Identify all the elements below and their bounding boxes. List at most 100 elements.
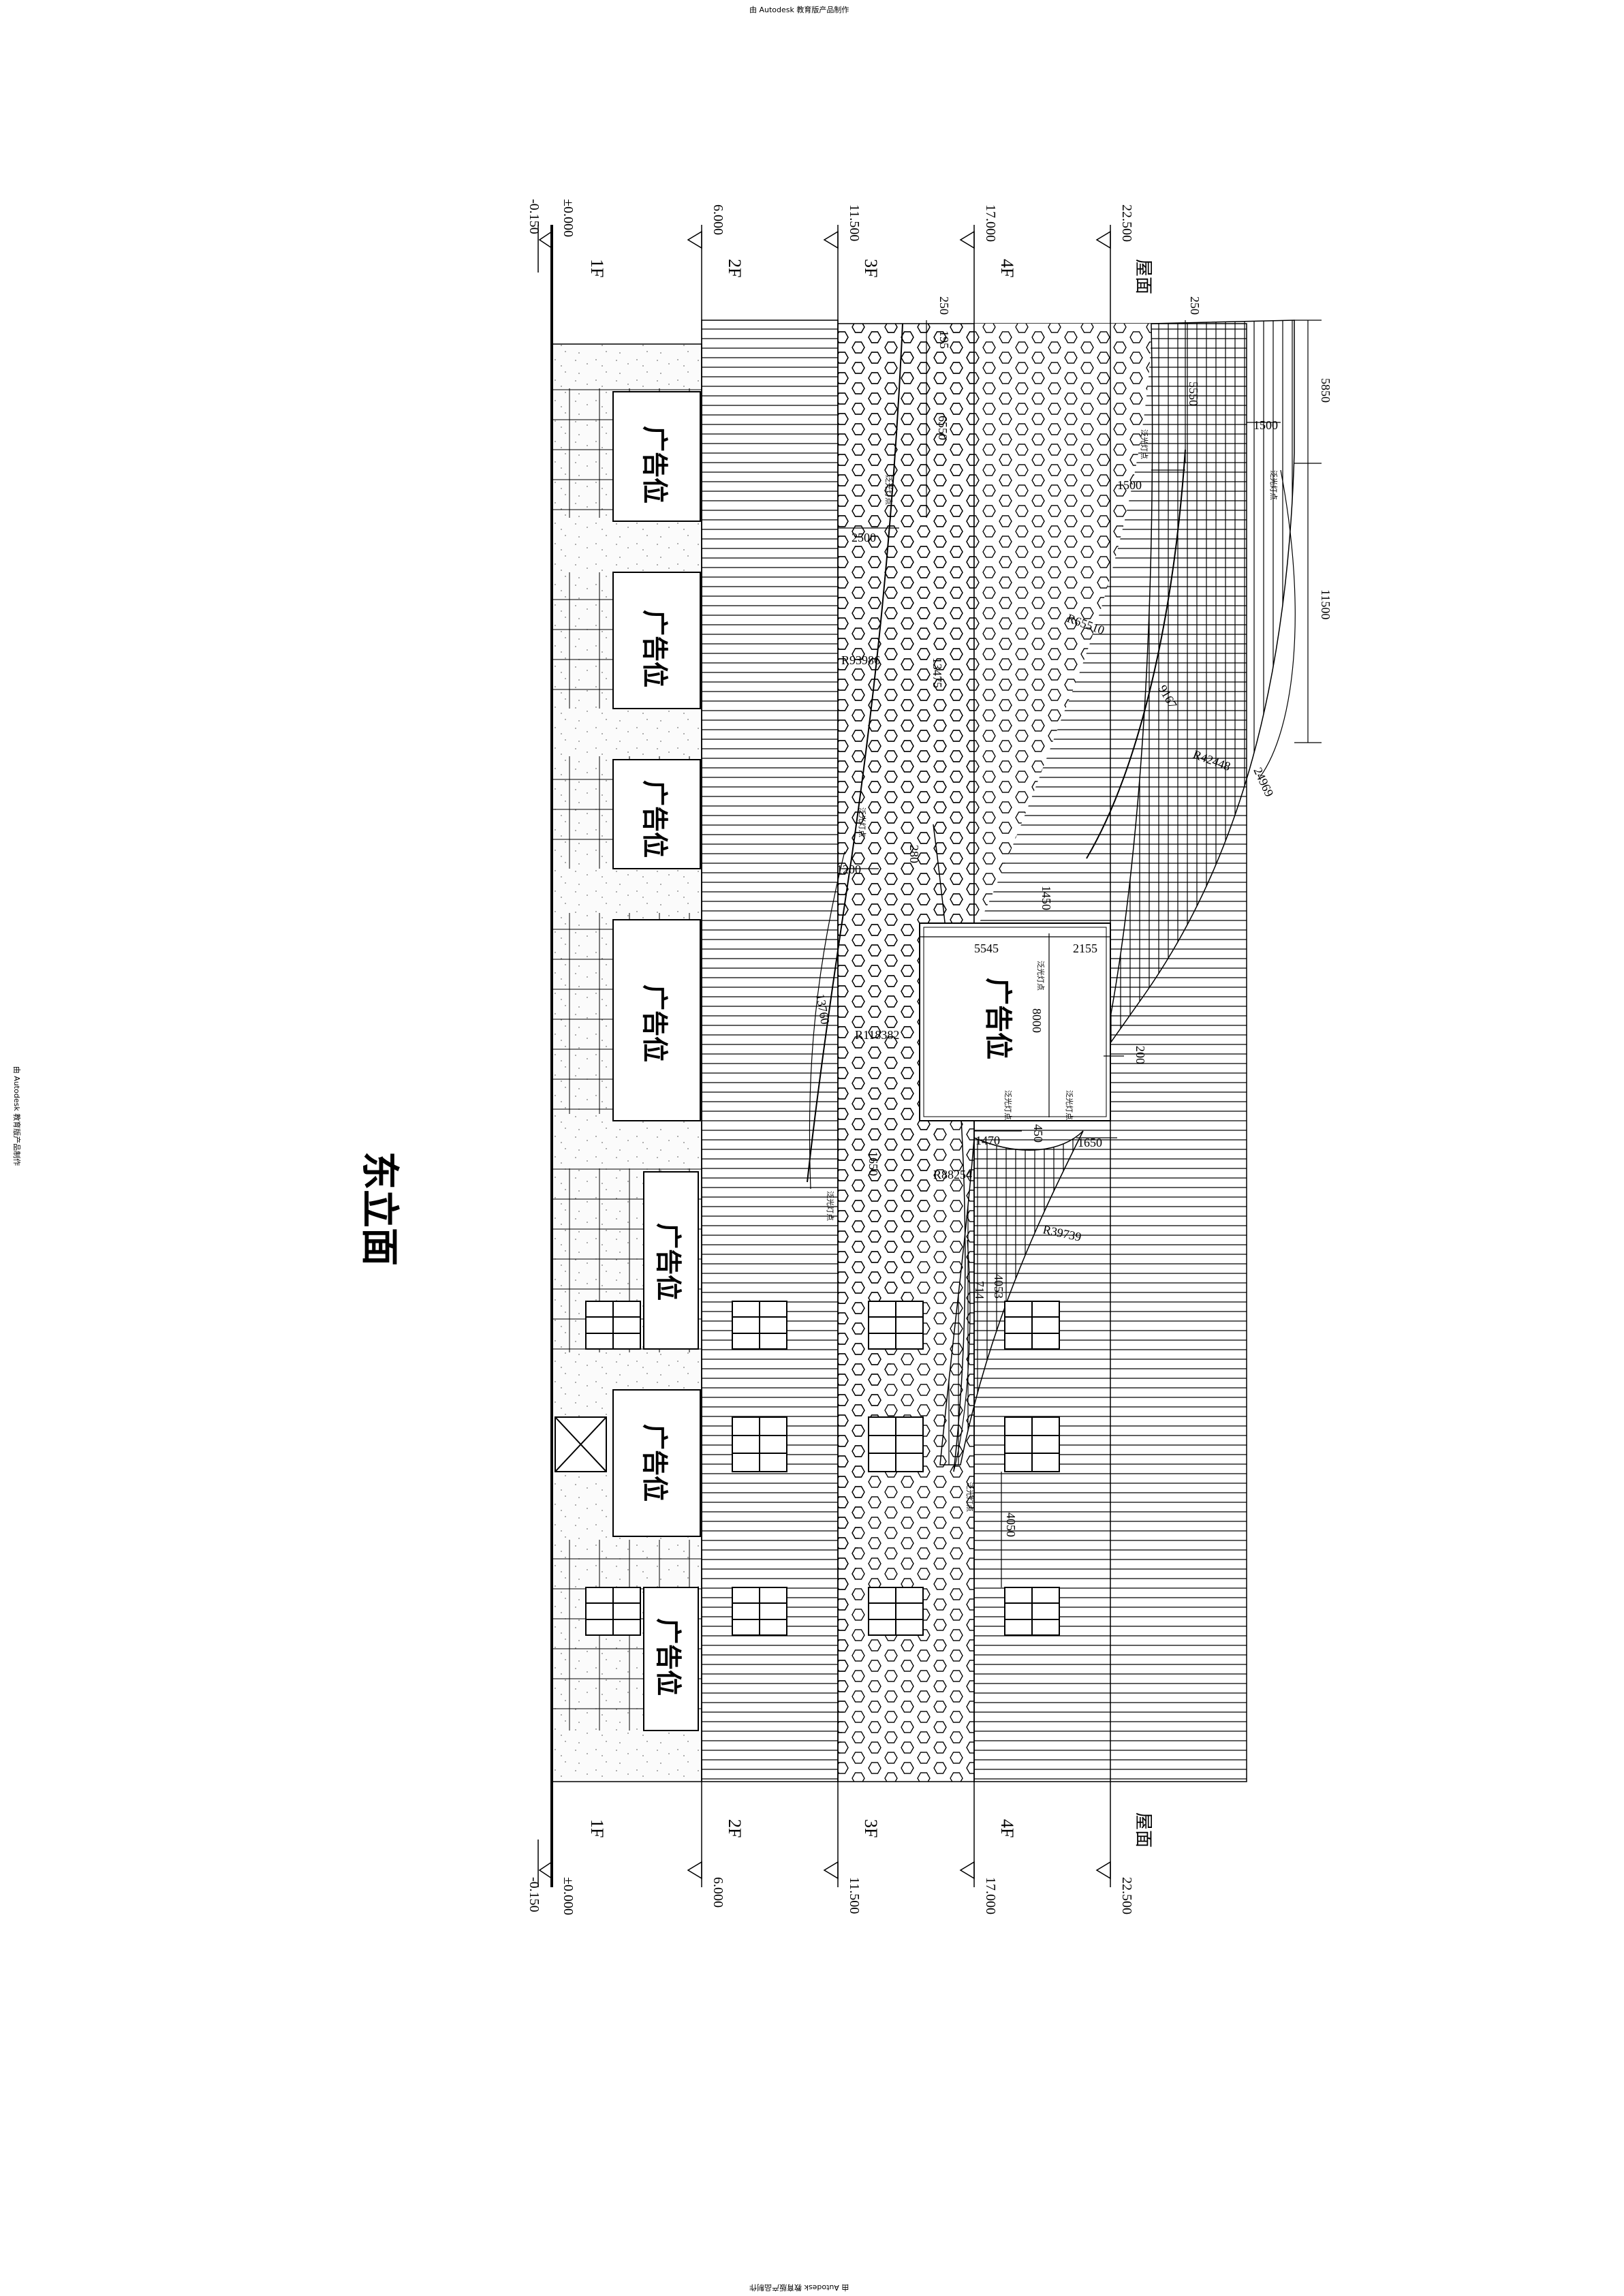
dim-text: 1650 [1078, 1136, 1102, 1149]
floor-label-4f-top: 4F [997, 259, 1017, 277]
light-tag: 泛光灯点 [884, 475, 894, 505]
ad-label: 广告位 [640, 426, 668, 503]
light-tag: 泛光灯点 [1065, 1090, 1074, 1120]
dimension-lines [809, 320, 1322, 1587]
elev-1f-top: ±0.000 [561, 199, 576, 237]
ad-board [643, 1587, 699, 1731]
dim-text: 200 [1134, 1046, 1147, 1064]
floor-label-1f-bottom: 1F [587, 1819, 607, 1837]
ad-label: 广告位 [640, 610, 668, 687]
drawing-title: 东立面 [358, 1151, 400, 1266]
ad-label: 广告位 [640, 780, 668, 858]
dim-text: 24969 [1251, 765, 1276, 798]
window [1004, 1301, 1060, 1350]
floor-label-2f-bottom: 2F [725, 1819, 745, 1837]
dim-text: 280 [907, 845, 921, 863]
dim-text: 1650 [866, 1151, 880, 1176]
elev-1f-bottom: ±0.000 [561, 1877, 576, 1915]
light-tag: 泛光灯点 [965, 1482, 975, 1512]
watermark-top: 由 Autodesk 教育版产品制作 [749, 5, 849, 14]
floor-label-4f-bottom: 4F [997, 1819, 1017, 1837]
ad-label-large: 广告位 [983, 978, 1014, 1059]
ad-board-large [919, 922, 1111, 1121]
dim-text: 2500 [852, 531, 876, 544]
dim-text: 1200 [837, 863, 861, 876]
dim-text: 250 [1188, 296, 1202, 315]
floor-label-3f-top: 3F [861, 259, 881, 277]
floor-label-3f-bottom: 3F [861, 1819, 881, 1837]
band-2f [701, 320, 839, 1782]
elev-3f-top: 11.500 [847, 204, 862, 241]
elev-3f-bottom: 11.500 [847, 1877, 862, 1914]
dim-text: 13475 [931, 657, 944, 688]
hex-over-4f-pattern [974, 324, 1151, 933]
window [585, 1301, 641, 1350]
ad-boards: 广告位 广告位 广告位 广告位 广告位 广告位 广告位 广告位 [612, 391, 1111, 1731]
ad-board [612, 391, 701, 522]
light-tag: 泛光灯点 [1003, 1090, 1013, 1120]
elevation-markers-bottom: -0.150 ±0.000 6.000 11.500 17.000 22.500… [527, 1812, 1153, 1915]
elev-roof-bottom: 22.500 [1119, 1877, 1134, 1914]
dim-text: R118382 [855, 1028, 899, 1042]
window [868, 1587, 924, 1636]
elev-ground-top: -0.150 [527, 199, 542, 234]
dim-text: 1450 [1040, 886, 1053, 910]
light-tags: 泛光灯点 泛光灯点 泛光灯点 泛光灯点 泛光灯点 泛光灯点 泛光灯点 泛光灯点 … [826, 429, 1279, 1512]
ad-board [612, 759, 701, 869]
elevation-markers-top: -0.150 ±0.000 6.000 11.500 17.000 22.500… [527, 199, 1153, 294]
curve-line [1086, 449, 1186, 859]
floor-label-roof-top: 屋面 [1134, 259, 1153, 294]
elev-2f-bottom: 6.000 [710, 1877, 725, 1908]
facade-bands [551, 320, 1295, 1782]
elev-4f-top: 17.000 [983, 204, 998, 242]
elev-ground-bottom: -0.150 [527, 1877, 542, 1912]
ad-label: 广告位 [640, 1424, 668, 1502]
dim-text: 4050 [1004, 1512, 1018, 1537]
ad-label: 广告位 [653, 1618, 682, 1696]
dim-text: 5550 [1187, 382, 1200, 406]
window [732, 1301, 787, 1350]
window [868, 1301, 924, 1350]
floor-label-2f-top: 2F [725, 259, 745, 277]
window [1004, 1587, 1060, 1636]
dim-text: 1500 [1117, 478, 1142, 492]
dim-text: 250 [937, 296, 951, 315]
dim-text: 450 [1031, 1124, 1045, 1143]
dim-text: 5545 [974, 942, 999, 955]
dim-text: 195 [937, 330, 951, 349]
floor-label-roof-bottom: 屋面 [1134, 1812, 1153, 1848]
dim-text: R88254 [933, 1168, 972, 1181]
elev-2f-top: 6.000 [710, 204, 725, 235]
ad-label: 广告位 [653, 1223, 682, 1301]
window [732, 1587, 787, 1636]
dim-text: 4053 [992, 1274, 1005, 1299]
window [1004, 1416, 1060, 1472]
elev-4f-bottom: 17.000 [983, 1877, 998, 1914]
light-tag: 泛光灯点 [1140, 429, 1149, 459]
dim-text: R93986 [841, 653, 880, 667]
window [585, 1587, 641, 1636]
window [732, 1416, 787, 1472]
windows [555, 1301, 1060, 1636]
light-tag: 泛光灯点 [826, 1191, 835, 1221]
dim-text: 6550 [936, 416, 950, 440]
light-tag: 泛光灯点 [858, 807, 867, 837]
door [555, 1416, 607, 1472]
ad-board [612, 919, 701, 1121]
window [868, 1416, 924, 1472]
ad-board [643, 1171, 699, 1350]
dim-text: 1500 [1253, 418, 1278, 432]
dim-text: 5850 [1319, 378, 1332, 403]
ad-board [612, 1389, 701, 1537]
lower-curve-band [939, 1130, 1084, 1465]
curve-line [807, 323, 903, 1183]
dim-text: 2155 [1073, 942, 1097, 955]
dim-text: 8000 [1030, 1008, 1044, 1033]
floor-label-1f-top: 1F [587, 259, 607, 277]
dim-text: 11500 [1319, 589, 1332, 619]
elev-roof-top: 22.500 [1119, 204, 1134, 242]
ad-board [612, 572, 701, 709]
light-tag: 泛光灯点 [1269, 470, 1279, 500]
dim-text: 1470 [975, 1134, 1000, 1147]
